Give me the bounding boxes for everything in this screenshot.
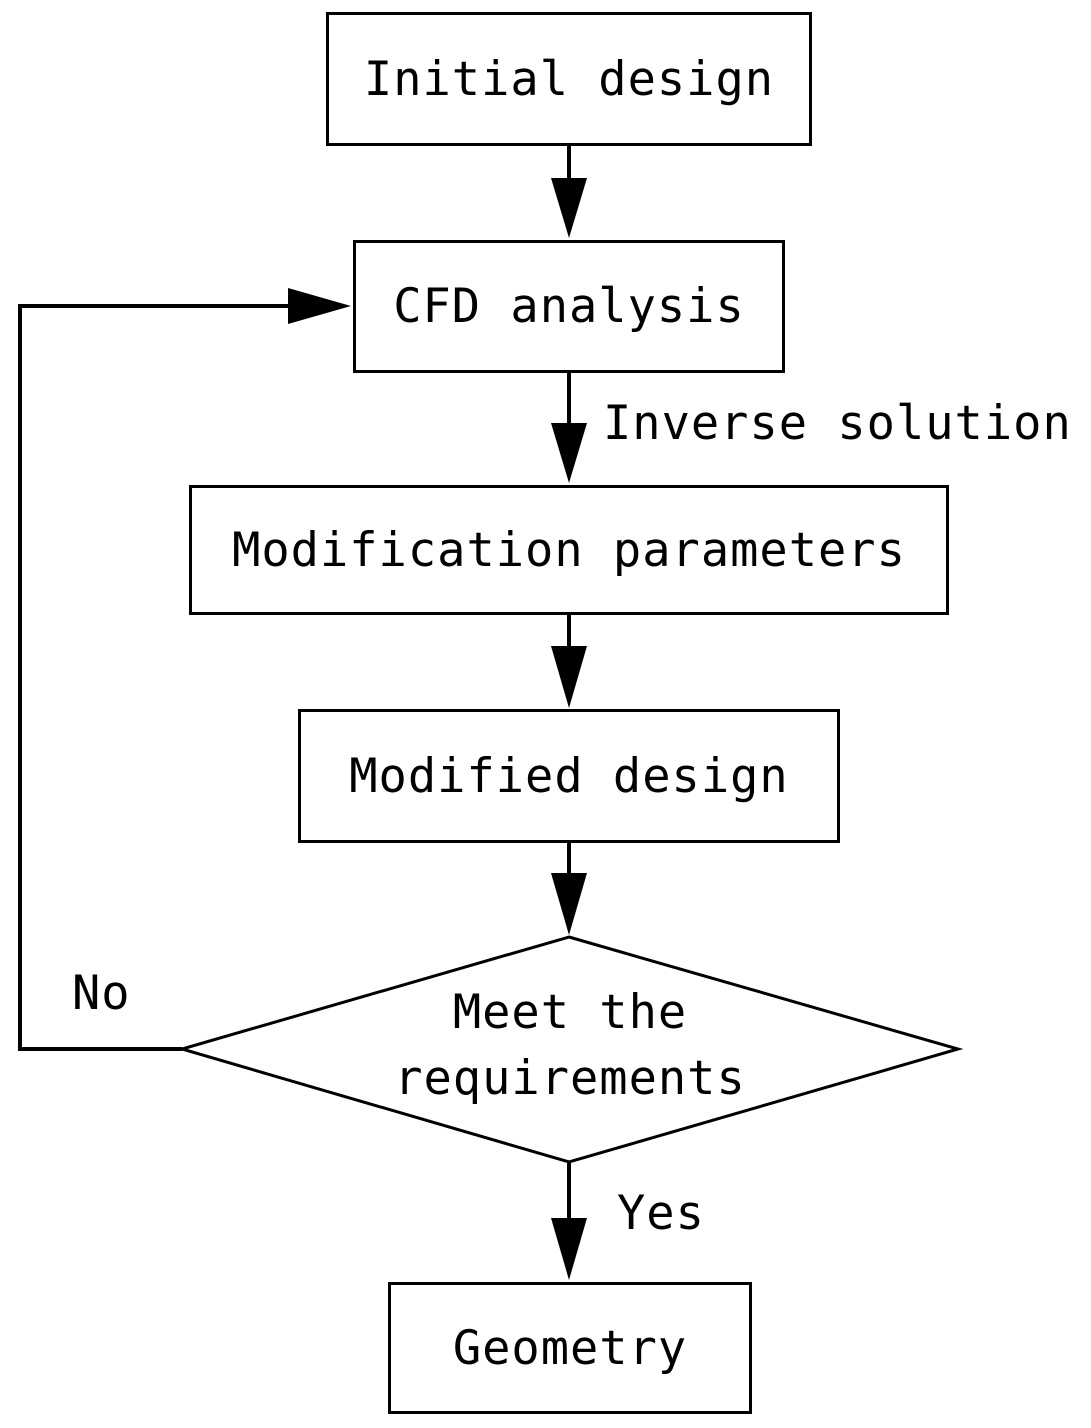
decision-label: Meet the requirements: [182, 980, 958, 1112]
node-cfd-analysis: CFD analysis: [353, 240, 785, 373]
node-modified-design: Modified design: [298, 709, 840, 843]
node-geometry: Geometry: [388, 1282, 752, 1414]
arrow-cfd-to-modification: [551, 372, 587, 483]
node-geometry-label: Geometry: [452, 1320, 688, 1376]
node-initial-design-label: Initial design: [363, 51, 775, 107]
edge-label-no: No: [72, 966, 131, 1021]
edge-label-yes: Yes: [617, 1186, 705, 1241]
node-modification-parameters-label: Modification parameters: [232, 522, 906, 578]
arrow-modified-to-decision: [551, 842, 587, 935]
arrow-decision-to-geometry: [551, 1162, 587, 1280]
node-modification-parameters: Modification parameters: [189, 485, 949, 615]
decision-label-line2: requirements: [394, 1051, 746, 1106]
edge-label-inverse-solution: Inverse solution: [603, 396, 1072, 451]
node-initial-design: Initial design: [326, 12, 812, 146]
node-modified-design-label: Modified design: [349, 748, 789, 804]
arrow-no-feedback-loop: [18, 288, 351, 1051]
node-cfd-analysis-label: CFD analysis: [393, 279, 745, 334]
arrow-initial-to-cfd: [551, 145, 587, 238]
arrow-modification-to-modified: [551, 614, 587, 708]
decision-label-line1: Meet the: [452, 985, 688, 1040]
